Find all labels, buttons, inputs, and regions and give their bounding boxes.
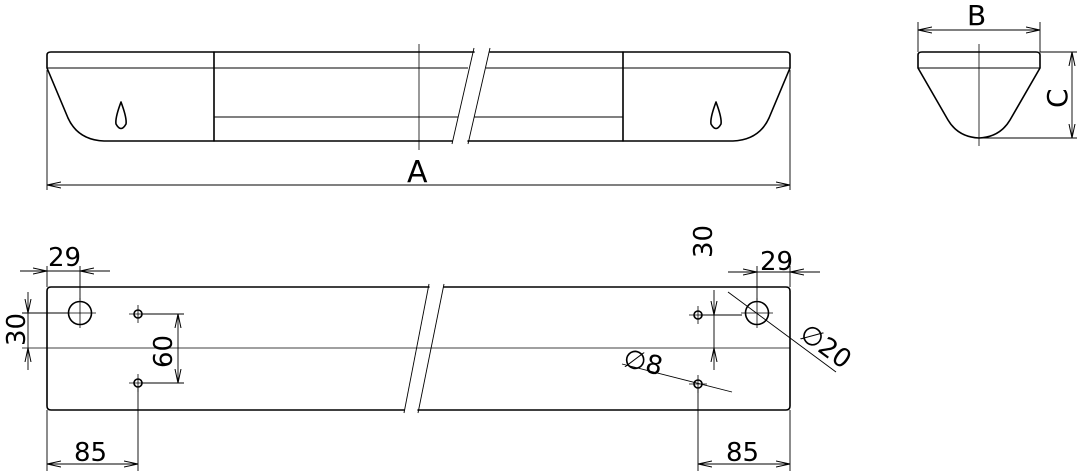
side-view: A bbox=[46, 44, 791, 190]
break-line bbox=[417, 283, 445, 414]
left-fixing-offset-label: 85 bbox=[74, 438, 107, 468]
right-keyhole-slot bbox=[710, 101, 722, 130]
break-line bbox=[467, 47, 491, 145]
right-hole-height-label: 30 bbox=[689, 225, 719, 258]
left-end-cap bbox=[46, 51, 215, 142]
length-label: A bbox=[407, 155, 428, 190]
right-edge-offset-label: 29 bbox=[760, 247, 793, 277]
large-hole-leader bbox=[727, 291, 837, 373]
width-label: B bbox=[967, 0, 986, 32]
small-hole-diameter-label: ∅8 bbox=[620, 344, 665, 383]
break-line bbox=[451, 47, 475, 145]
height-label: C bbox=[1041, 88, 1074, 108]
end-profile bbox=[917, 51, 1041, 139]
hole-spacing-label: 60 bbox=[149, 335, 179, 368]
right-fixing-offset-label: 85 bbox=[726, 438, 759, 468]
end-view: B C bbox=[917, 0, 1077, 146]
right-end-cap bbox=[622, 51, 791, 142]
mounting-plan: 29 30 60 85 85 29 30 bbox=[2, 225, 857, 471]
left-keyhole-slot bbox=[115, 101, 127, 130]
large-hole-diameter-label: ∅20 bbox=[794, 318, 857, 375]
left-hole-height-label: 30 bbox=[2, 313, 32, 346]
small-hole-leader bbox=[621, 363, 733, 393]
left-edge-offset-label: 29 bbox=[48, 243, 81, 273]
break-line bbox=[403, 283, 430, 414]
